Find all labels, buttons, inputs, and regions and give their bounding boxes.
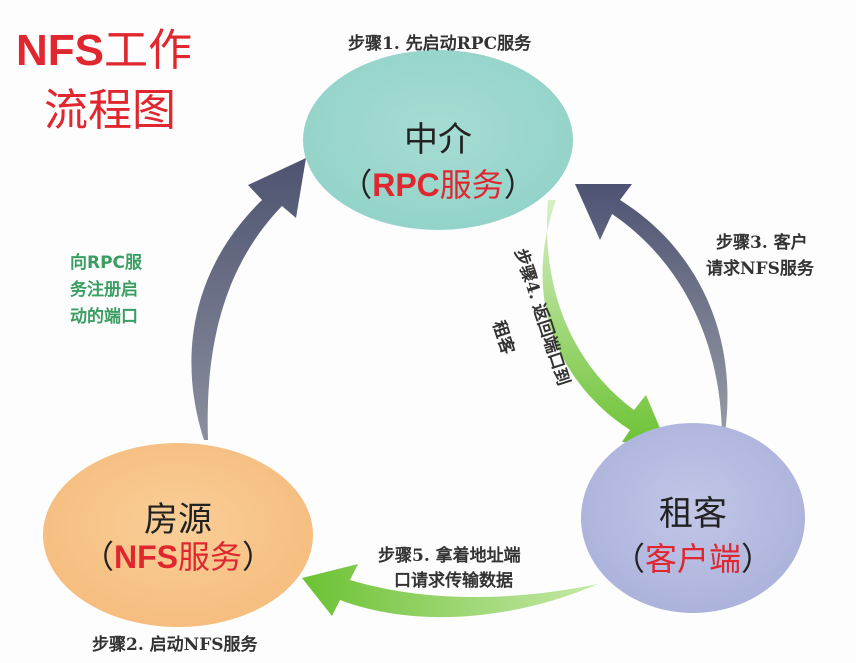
node-nfs-sub-rest: 服务 bbox=[177, 538, 242, 576]
diagram-title-line2: 流程图 bbox=[44, 85, 176, 136]
step3-label-line2: 请求NFS服务 bbox=[706, 259, 814, 279]
node-rpc-sub-bold: RPC bbox=[372, 167, 440, 203]
register-note-line1: 向RPC服 bbox=[70, 253, 143, 273]
node-rpc-name: 中介 bbox=[404, 120, 472, 160]
node-rpc-sub-rest: 服务 bbox=[439, 166, 504, 204]
diagram-title: NFS工作 bbox=[16, 24, 192, 78]
node-nfs-ellipse[interactable] bbox=[43, 443, 313, 627]
arrow-step3-client-request bbox=[575, 184, 728, 440]
paren-open: （ bbox=[612, 540, 645, 578]
paren-close: ） bbox=[741, 540, 774, 578]
node-nfs-sub: （NFS服务） bbox=[58, 532, 298, 578]
title-latin: NFS bbox=[16, 26, 104, 75]
node-rpc-ellipse[interactable] bbox=[303, 50, 573, 230]
step1-label: 步骤1. 先启动RPC服务 bbox=[348, 34, 532, 54]
paren-close: ） bbox=[242, 538, 275, 576]
step3-label-line1: 步骤3. 客户 bbox=[716, 233, 808, 253]
paren-close: ） bbox=[503, 166, 536, 204]
node-client-sub: （客户端） bbox=[588, 534, 798, 580]
step5-label-line1: 步骤5. 拿着地址端 bbox=[378, 546, 521, 566]
node-nfs-sub-bold: NFS bbox=[113, 539, 178, 575]
arrow-step5-transfer-data bbox=[302, 564, 598, 618]
node-nfs-name: 房源 bbox=[144, 500, 212, 540]
register-note-line2: 务注册启 bbox=[70, 280, 138, 300]
arrow-step4-return-port bbox=[542, 200, 668, 447]
node-client-name: 租客 bbox=[659, 494, 727, 534]
arrow-register-port bbox=[191, 158, 306, 440]
step5-label-line2: 口请求传输数据 bbox=[394, 571, 513, 591]
node-rpc-sub: （RPC服务） bbox=[318, 160, 558, 206]
paren-open: （ bbox=[81, 538, 114, 576]
register-note-line3: 动的端口 bbox=[70, 307, 138, 327]
node-client-sub-rest: 客户端 bbox=[644, 540, 741, 578]
title-cjk: 工作 bbox=[104, 25, 192, 76]
node-client-ellipse[interactable] bbox=[581, 423, 805, 613]
paren-open: （ bbox=[340, 166, 373, 204]
step2-label: 步骤2. 启动NFS服务 bbox=[92, 635, 258, 655]
